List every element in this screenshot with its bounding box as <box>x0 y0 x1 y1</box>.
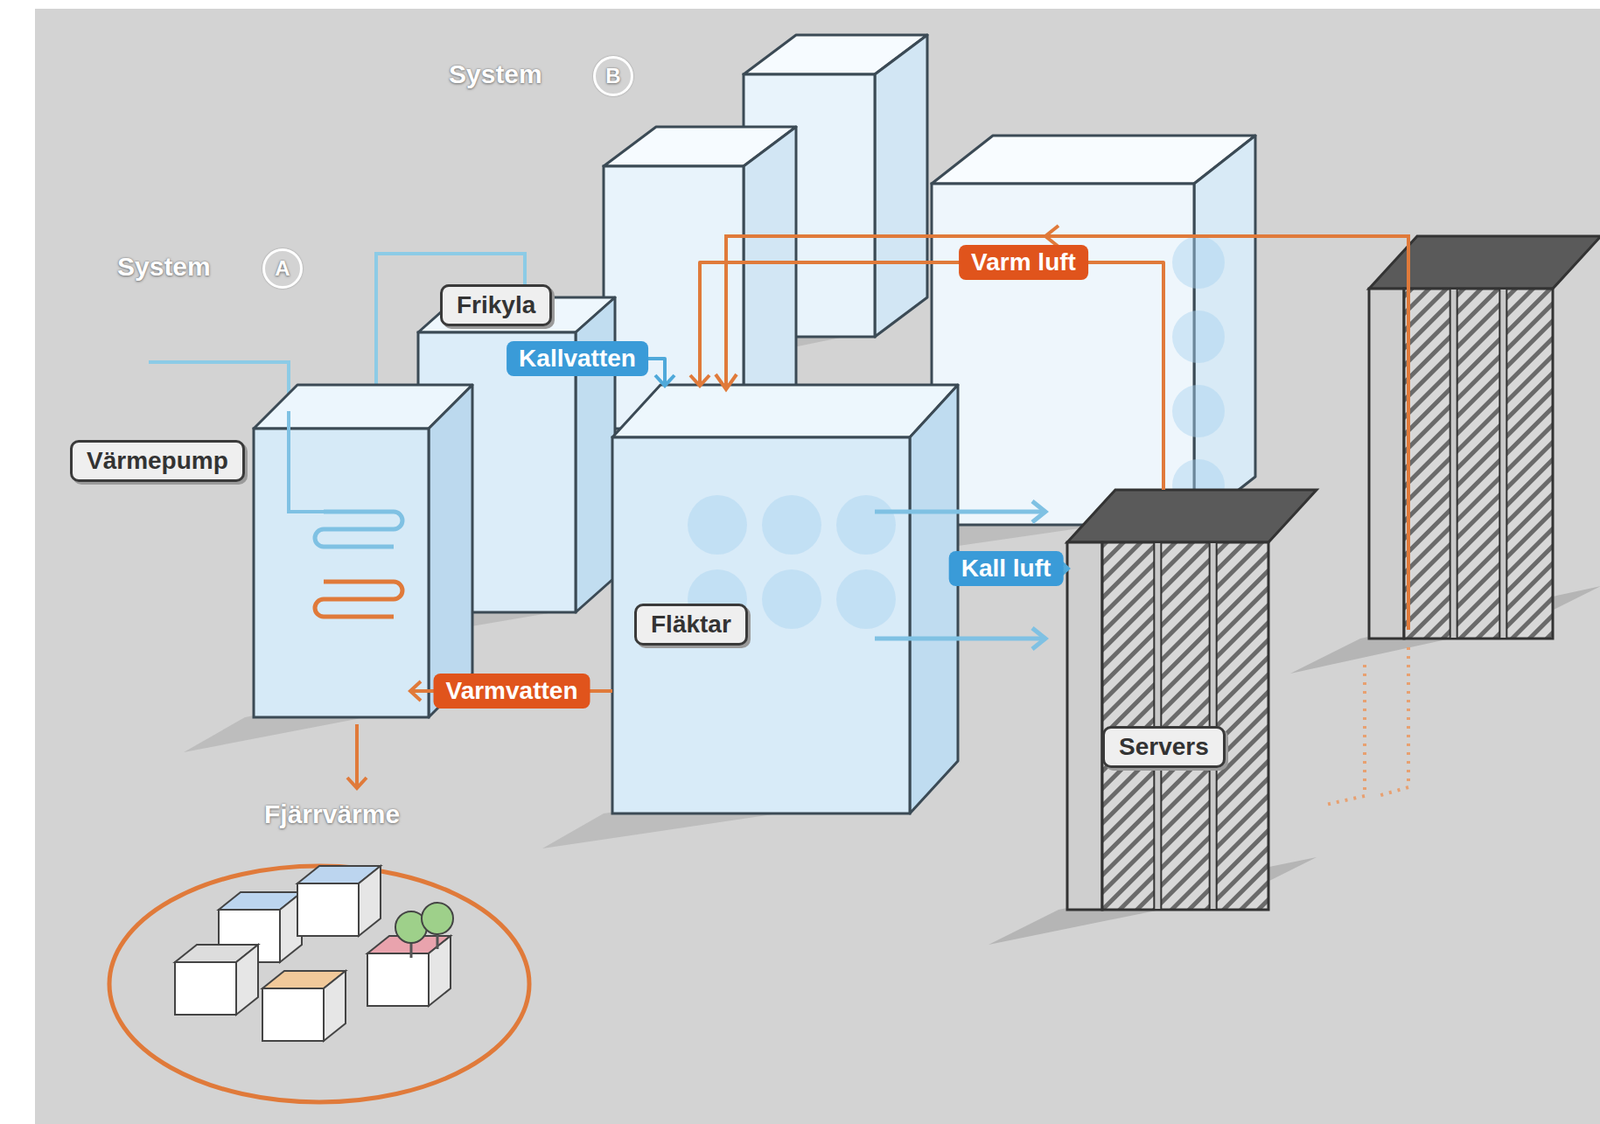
air-arrow <box>874 636 1046 642</box>
cube-side <box>743 126 797 429</box>
cube-front <box>253 428 429 718</box>
unit-label: Servers <box>1102 726 1226 769</box>
system-label: System <box>448 59 543 90</box>
unit-label: Värmepump <box>69 440 245 483</box>
house-side <box>236 944 259 1015</box>
fan <box>836 495 896 555</box>
fan <box>836 569 896 629</box>
floor-line <box>1325 664 1365 805</box>
fan <box>761 495 822 555</box>
cube-side <box>909 384 958 814</box>
air-arrow <box>1032 628 1046 650</box>
system-badge: B <box>593 55 634 97</box>
district-ring <box>109 866 530 1103</box>
tree-crown <box>421 902 454 935</box>
house-side <box>323 971 346 1042</box>
rack-front <box>1404 288 1553 639</box>
fan <box>1172 310 1225 364</box>
rack-front <box>1102 542 1269 910</box>
air-line <box>726 236 1409 630</box>
fan-unit <box>542 384 958 849</box>
rack-divider <box>1499 288 1507 639</box>
cube-side <box>874 34 928 337</box>
unit-box: Värmepump <box>69 387 412 725</box>
house-side <box>358 866 381 937</box>
fan <box>761 569 822 629</box>
area-label: Fjärrvärme <box>264 799 400 830</box>
water-line <box>148 362 289 412</box>
flow-connector <box>699 262 1164 490</box>
house-front <box>262 988 324 1042</box>
rack-divider <box>1450 288 1458 639</box>
cube-top <box>612 384 958 438</box>
fan <box>687 495 748 555</box>
unit-box: Fläktar <box>612 384 958 814</box>
flow-connector <box>355 724 359 788</box>
coil <box>314 581 403 617</box>
rack-side <box>1067 542 1103 910</box>
fan <box>1172 384 1225 438</box>
house-side <box>428 936 451 1007</box>
cube-front <box>612 437 910 814</box>
air-arrow <box>874 510 1046 515</box>
unit-box: Frikyla <box>418 288 594 613</box>
system-badge: A <box>262 248 303 289</box>
house-front <box>174 962 237 1015</box>
water-line <box>288 411 324 512</box>
flow-label: Varm luft <box>958 244 1089 280</box>
unit-box: Servers <box>1067 489 1321 910</box>
system-label: System <box>117 251 211 282</box>
rack-side <box>1369 288 1405 639</box>
flow-label: Kallvatten <box>506 341 649 377</box>
fan <box>1172 236 1225 289</box>
unit-label: Frikyla <box>440 284 552 327</box>
coil <box>314 511 403 547</box>
cube-side <box>428 384 473 718</box>
unit-box: Fjärrvärme <box>106 787 532 1108</box>
server-rack <box>1290 236 1600 674</box>
air-arrow <box>1032 501 1046 523</box>
unit-label: Fläktar <box>634 603 748 646</box>
flow-label: Kall luft <box>949 551 1064 587</box>
house-front <box>297 883 359 937</box>
house-front <box>367 953 429 1007</box>
rack-top <box>1067 489 1317 543</box>
arrowhead <box>1045 225 1059 247</box>
floor-line <box>1377 647 1409 797</box>
background <box>34 8 1600 1124</box>
rack-top <box>1369 236 1600 289</box>
arrowhead <box>715 374 737 390</box>
flow-label: Varmvatten <box>433 673 591 709</box>
